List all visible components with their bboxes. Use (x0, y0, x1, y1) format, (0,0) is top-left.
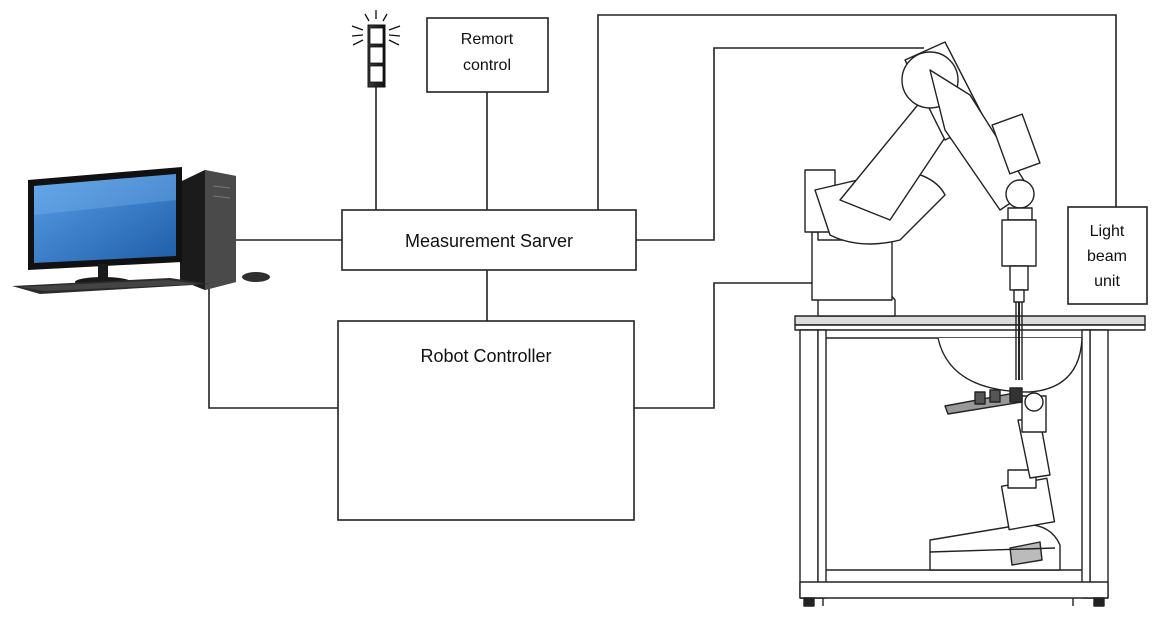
light-beam-label-line1: Light (1090, 223, 1125, 240)
pc-tower (180, 170, 236, 290)
light-beam-label-line3: unit (1094, 273, 1120, 290)
light-beam-label-line2: beam (1087, 248, 1127, 265)
link-controller-robot (634, 282, 820, 409)
link-server-robot (636, 47, 924, 241)
link-computer-controller (208, 283, 338, 409)
robot-controller-label: Robot Controller (420, 346, 551, 366)
pc-monitor (28, 167, 182, 287)
signal-tower-lamp-icon (351, 10, 401, 88)
measurement-server-label: Measurement Sarver (405, 231, 573, 251)
robot-arm-measurement-station-icon (794, 41, 1146, 607)
light-rays (351, 10, 401, 46)
connection-lines (208, 14, 1117, 409)
light-beam-unit-box: Light beam unit (1067, 206, 1148, 305)
robot-controller-box: Robot Controller (337, 320, 635, 521)
remote-control-label-line1: Remort (461, 31, 514, 48)
measurement-server-box: Measurement Sarver (341, 209, 637, 271)
desktop-computer-icon (12, 167, 270, 294)
link-server-lightbeam (597, 14, 1117, 210)
remote-control-box: Remort control (426, 17, 549, 93)
pc-mouse (242, 272, 270, 282)
remote-control-label-line2: control (463, 57, 511, 74)
